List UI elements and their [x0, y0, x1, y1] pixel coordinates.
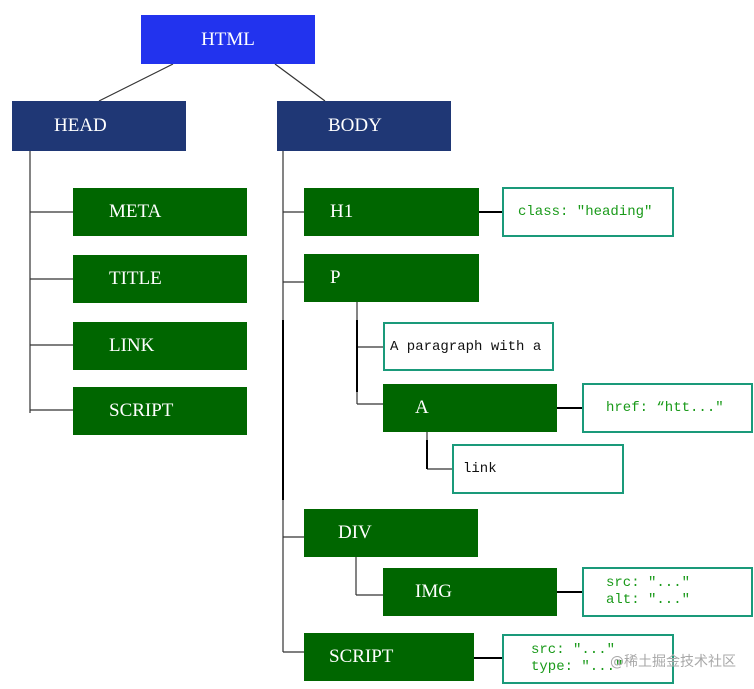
h1-node: H1: [304, 188, 479, 236]
body-node: BODY: [277, 101, 451, 151]
div-node: DIV: [304, 509, 478, 557]
h1-class-attr: class: "heading": [518, 203, 653, 220]
watermark: @稀土掘金技术社区: [610, 654, 736, 670]
body-script-node: SCRIPT: [304, 633, 474, 681]
h1-attribute-box: class: "heading": [502, 187, 674, 237]
img-node: IMG: [383, 568, 557, 616]
head-child-link: LINK: [73, 322, 247, 370]
html-node: HTML: [141, 15, 315, 64]
head-child-script: SCRIPT: [73, 387, 247, 435]
head-node: HEAD: [12, 101, 186, 151]
a-href-attr: href: “htt...": [606, 399, 724, 416]
script-type-attr: type: "...": [531, 659, 624, 675]
img-attribute-box: src: "..." alt: "...": [582, 567, 753, 617]
p-text-box: A paragraph with a: [383, 322, 554, 371]
img-src-attr: src: "...": [606, 575, 691, 591]
head-child-title: TITLE: [73, 255, 247, 303]
head-child-meta: META: [73, 188, 247, 236]
p-node: P: [304, 254, 479, 302]
img-alt-attr: alt: "...": [606, 592, 691, 608]
a-node: A: [383, 384, 557, 432]
link-text-box: link: [452, 444, 624, 494]
a-attribute-box: href: “htt...": [582, 383, 753, 433]
script-attribute-box: src: "..." type: "...": [502, 634, 674, 684]
script-src-attr: src: "...": [531, 642, 616, 658]
